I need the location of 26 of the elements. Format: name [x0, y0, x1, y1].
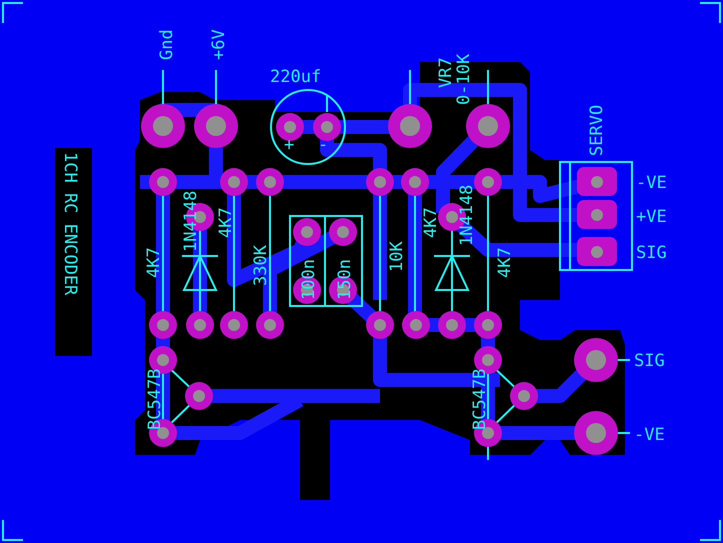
component-value: 4K7	[216, 207, 236, 238]
pin-label: +VE	[636, 207, 667, 227]
pin-label: -VE	[634, 425, 665, 445]
component-value: 150n	[335, 259, 355, 300]
connector-label: SERVO	[587, 104, 607, 156]
pin-label: SIG	[634, 351, 665, 371]
component-value: 4K7	[144, 247, 164, 278]
pin-label: -VE	[636, 173, 667, 193]
component-value: 1N4148	[457, 184, 477, 246]
net-label: +6V	[209, 29, 229, 60]
component-value: 220uf	[270, 67, 322, 87]
component-designator: VR7	[436, 57, 456, 88]
component-value: 1N4148	[181, 190, 201, 252]
component-value: BC547B	[145, 368, 165, 430]
pin-label: SIG	[636, 243, 667, 263]
polarity-mark: -	[318, 135, 328, 155]
component-value: 4K7	[421, 207, 441, 238]
net-label: Gnd	[157, 29, 177, 60]
component-value: 100n	[299, 259, 319, 300]
component-value: BC547B	[470, 368, 490, 430]
component-value: 4K7	[495, 247, 515, 278]
component-value: 10K	[387, 241, 407, 272]
board-title: 1CH RC ENCODER	[60, 152, 80, 296]
component-value: 330K	[251, 245, 271, 286]
component-value: 0-10K	[454, 54, 474, 105]
polarity-mark: +	[284, 135, 294, 155]
